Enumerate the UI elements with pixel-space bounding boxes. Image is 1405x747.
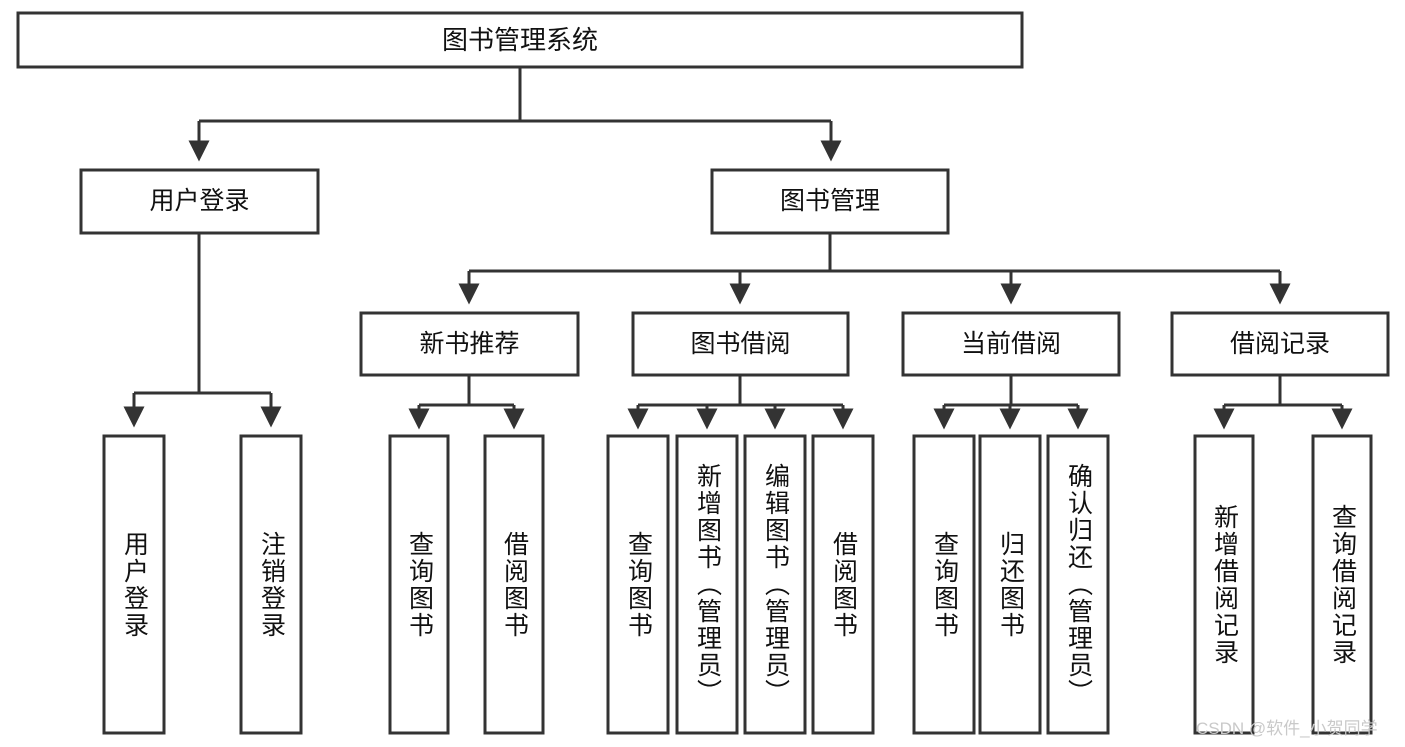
connector-root-to-level2: [188, 67, 842, 162]
node-box-leaf-add-borrow-record[interactable]: [1193, 434, 1255, 735]
node-box-leaf-query-book-borrow[interactable]: [606, 434, 670, 735]
connector-book-borrow-to-leaves: [627, 375, 854, 430]
connector-book-management-to-level3: [458, 233, 1291, 305]
node-box-root[interactable]: [16, 11, 1024, 69]
node-box-leaf-add-book-admin[interactable]: [675, 434, 739, 735]
node-box-book-management[interactable]: [710, 168, 950, 235]
connector-borrow-record-to-leaves: [1213, 375, 1353, 430]
node-box-new-book-recommend[interactable]: [359, 311, 580, 377]
node-box-leaf-borrow-book[interactable]: [811, 434, 875, 735]
node-box-leaf-return-book[interactable]: [978, 434, 1042, 735]
node-box-borrow-record[interactable]: [1170, 311, 1390, 377]
node-box-leaf-borrow-book-recommend[interactable]: [483, 434, 545, 735]
node-box-leaf-query-borrow-record[interactable]: [1311, 434, 1373, 735]
node-box-leaf-confirm-return-admin[interactable]: [1046, 434, 1110, 735]
node-box-current-borrow[interactable]: [901, 311, 1121, 377]
node-box-leaf-query-book-recommend[interactable]: [388, 434, 450, 735]
node-box-book-borrow[interactable]: [631, 311, 850, 377]
node-box-leaf-logout[interactable]: [239, 434, 303, 735]
connector-current-borrow-to-leaves: [933, 375, 1089, 430]
node-box-leaf-user-login[interactable]: [102, 434, 166, 735]
connector-user-login-to-leaves: [123, 233, 282, 428]
node-box-leaf-query-book-current[interactable]: [912, 434, 976, 735]
connector-new-book-recommend-to-leaves: [408, 375, 525, 430]
node-box-leaf-edit-book-admin[interactable]: [743, 434, 807, 735]
node-box-user-login[interactable]: [79, 168, 320, 235]
